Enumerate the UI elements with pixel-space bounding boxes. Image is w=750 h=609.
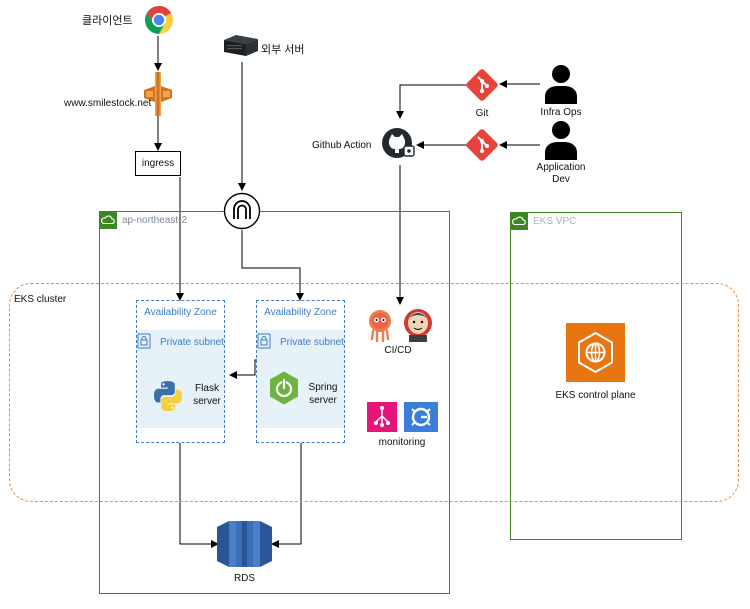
python-icon	[150, 378, 186, 414]
availability-zone-right	[256, 300, 345, 443]
eks-control-plane-icon	[566, 323, 625, 382]
monitoring-label: monitoring	[378, 437, 426, 448]
domain-label: www.smilestock.net	[64, 98, 152, 109]
app-dev-label-line2: Dev	[552, 174, 570, 185]
chrome-icon	[143, 4, 175, 36]
external-server-label: 외부 서버	[261, 44, 305, 56]
nat-gateway-icon	[223, 192, 261, 230]
ingress-box	[135, 151, 181, 176]
prometheus-icon	[367, 402, 397, 432]
dns-route53-icon	[140, 72, 176, 116]
availability-zone-left	[136, 300, 225, 443]
cicd-label: CI/CD	[384, 345, 412, 356]
az-left-title: Availability Zone	[144, 307, 217, 318]
eks-cluster-label: EKS cluster	[14, 294, 67, 305]
arrow-spring-to-rds	[271, 443, 302, 548]
git-icon	[465, 68, 499, 102]
ingress-label: ingress	[141, 158, 175, 169]
user-icon	[543, 64, 579, 104]
subnet-right-label: Private subnet	[280, 337, 344, 348]
eks-vpc-boundary	[510, 212, 682, 540]
github-action-label: Github Action	[312, 140, 372, 151]
spring-label-line2: server	[309, 395, 337, 406]
github-actions-icon	[380, 126, 416, 162]
eks-cluster-boundary	[9, 283, 739, 502]
flask-label-line1: Flask	[195, 383, 219, 394]
argocd-icon	[366, 309, 394, 343]
subnet-left-label: Private subnet	[160, 337, 224, 348]
app-dev-label-line1: Application	[536, 162, 586, 173]
spring-label-line1: Spring	[308, 382, 338, 393]
spring-boot-icon	[266, 370, 302, 406]
arrow-nat-to-spring	[241, 230, 304, 301]
server-icon	[222, 34, 260, 58]
rds-label: RDS	[233, 573, 256, 584]
region-label: ap-northeast-2	[122, 215, 188, 226]
git-icon	[465, 128, 499, 162]
control-plane-label: EKS control plane	[555, 390, 636, 401]
jenkins-icon	[402, 307, 434, 343]
cloud-icon	[510, 212, 528, 230]
arrow-flask-to-rds	[179, 443, 219, 548]
az-right-title: Availability Zone	[264, 307, 337, 318]
flask-label-line2: server	[193, 396, 221, 407]
infra-ops-label: Infra Ops	[540, 107, 582, 118]
lock-icon	[137, 333, 151, 349]
private-subnet-left	[137, 330, 224, 428]
lock-icon	[257, 333, 271, 349]
cloud-icon	[99, 211, 117, 229]
client-label: 클라이언트	[82, 15, 133, 27]
grafana-icon	[404, 402, 438, 432]
eks-vpc-label: EKS VPC	[533, 216, 577, 227]
arrow-git-to-action	[396, 84, 468, 119]
user-icon	[543, 120, 579, 160]
git-label: Git	[475, 108, 489, 119]
region-vpc-boundary	[99, 211, 450, 594]
rds-database-icon	[215, 519, 274, 569]
